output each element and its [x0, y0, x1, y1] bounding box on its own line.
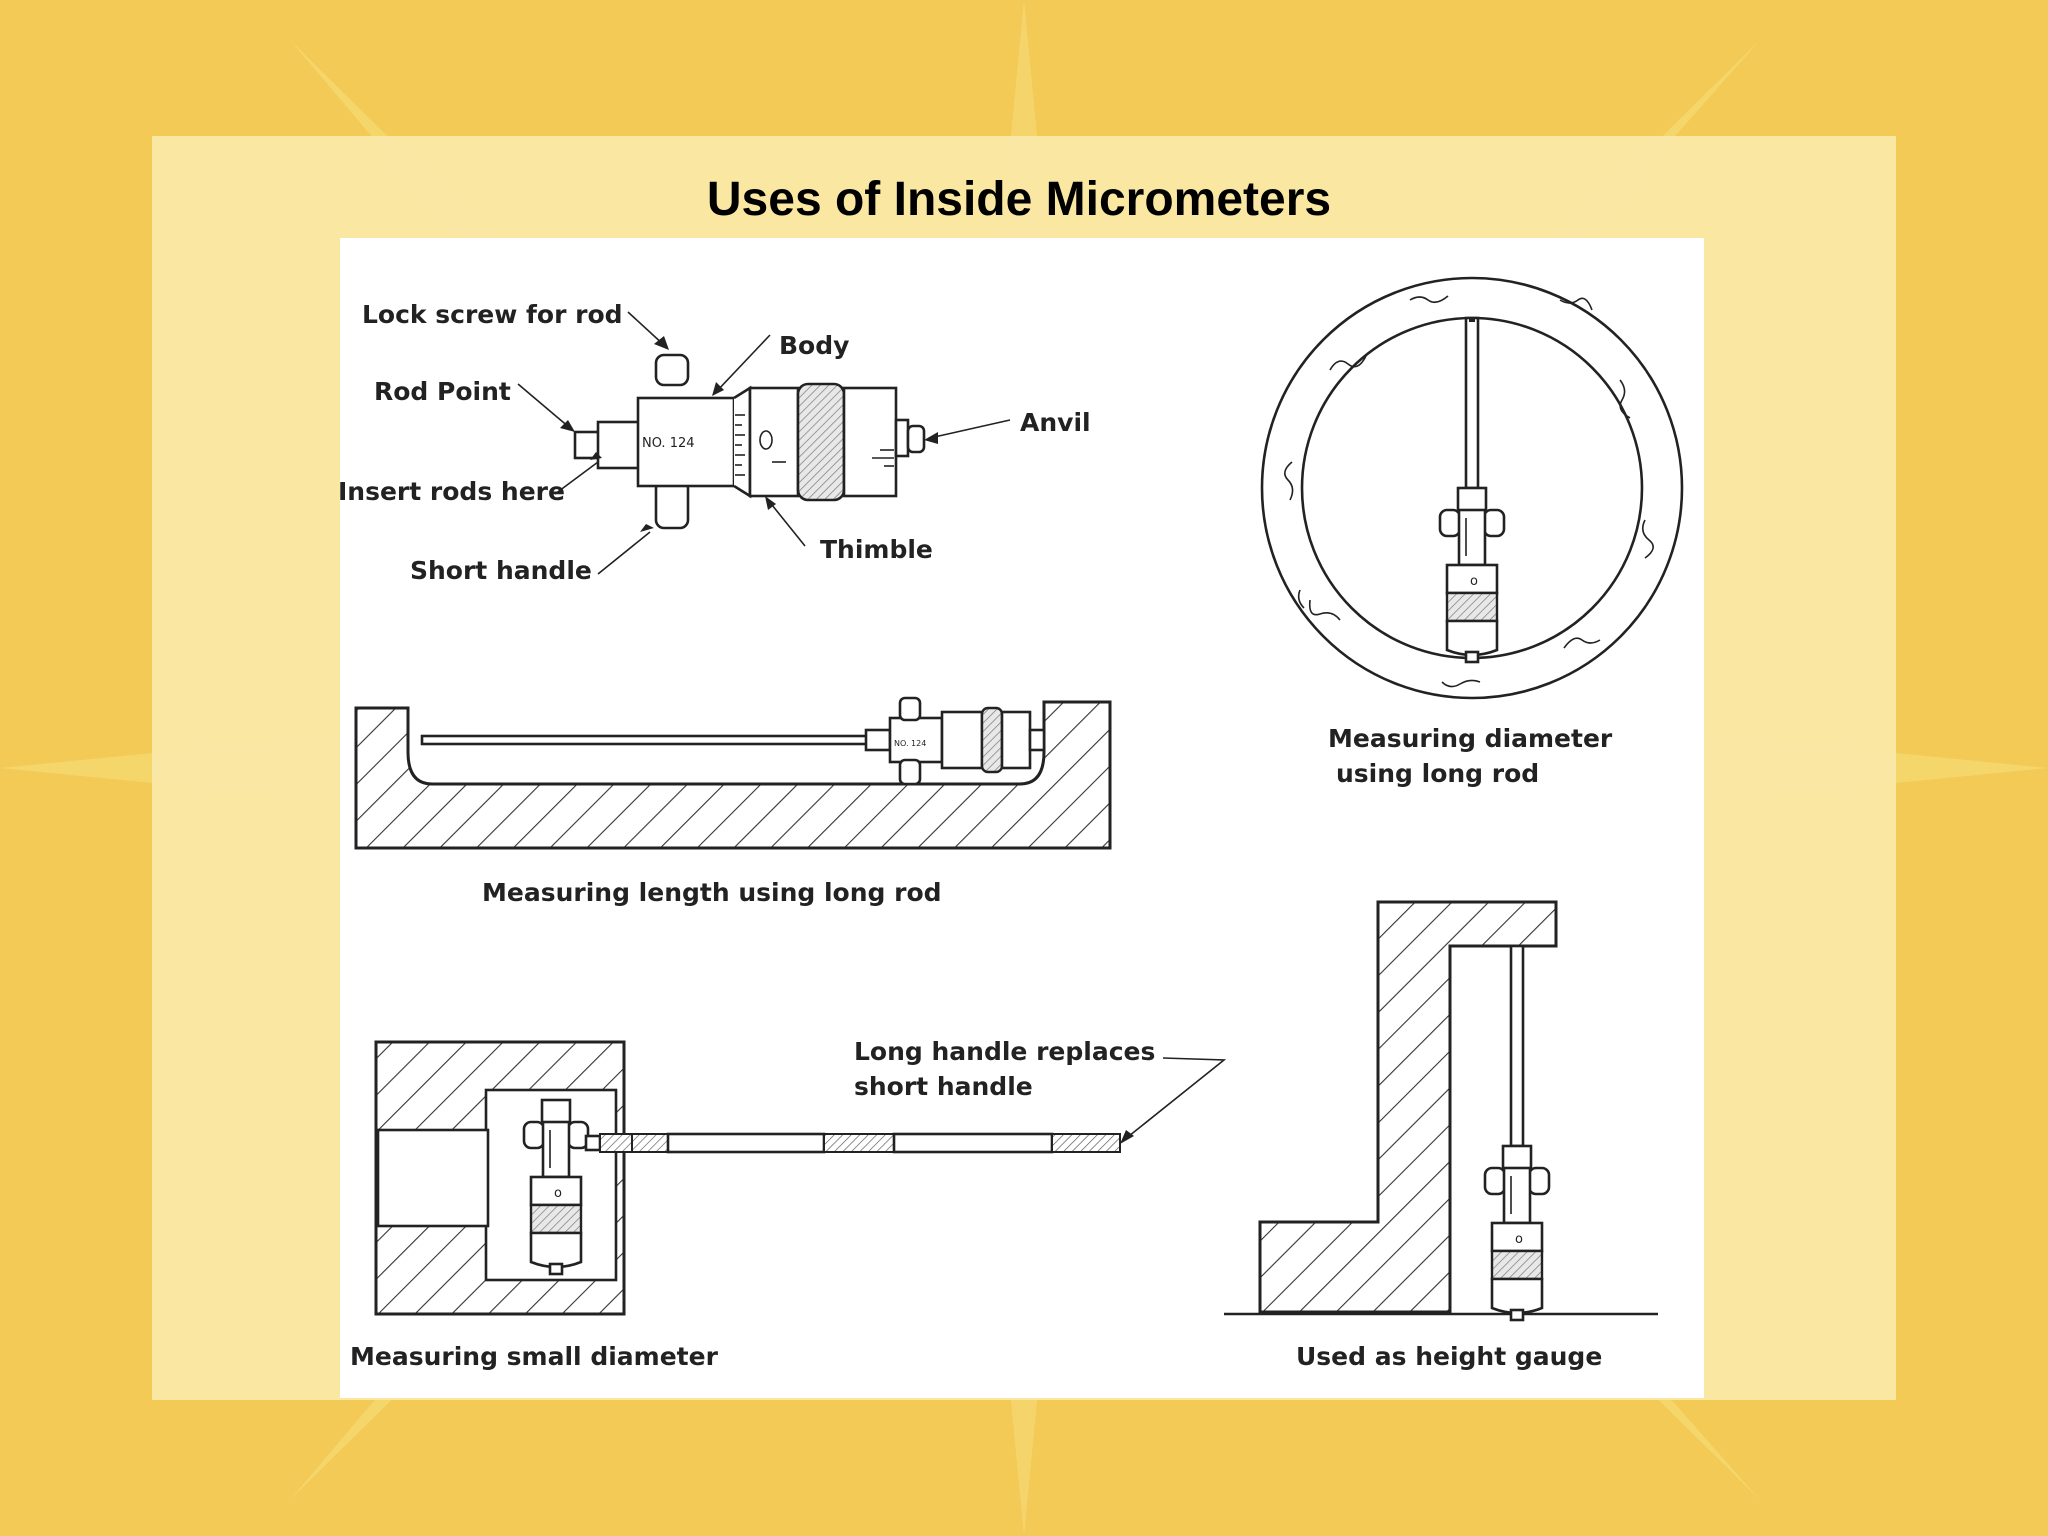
insert-rods-label: Insert rods here	[338, 477, 565, 506]
micrometer-head	[1438, 486, 1506, 664]
micrometer-body	[636, 396, 736, 488]
anvil-label: Anvil	[1020, 408, 1091, 437]
small-diameter-diagram: Long handle replaces short handle Measur…	[350, 1037, 1227, 1371]
diameter-caption-line1: Measuring diameter	[1328, 724, 1613, 753]
thimble-label: Thimble	[820, 535, 933, 564]
long-handle-caption-line1: Long handle replaces	[854, 1037, 1155, 1066]
micrometer-head	[1483, 1144, 1551, 1322]
sleeve	[748, 386, 800, 498]
diameter-caption-line2: using long rod	[1336, 759, 1539, 788]
thimble	[980, 706, 1004, 774]
body-label: Body	[779, 331, 849, 360]
short-handle-label: Short handle	[410, 556, 592, 585]
small-diameter-caption: Measuring small diameter	[350, 1342, 719, 1371]
anvil	[906, 424, 926, 454]
lock-screw-label: Lock screw for rod	[362, 300, 623, 329]
thimble	[796, 382, 846, 502]
thimble-cap	[842, 386, 898, 498]
insert-rod-socket	[596, 420, 642, 470]
svg-text:NO. 124: NO. 124	[894, 739, 926, 748]
long-handle	[599, 1133, 633, 1153]
lock-screw	[654, 353, 690, 387]
length-caption: Measuring length using long rod	[482, 878, 942, 907]
diameter-measurement-diagram: Measuring diameter using long rod	[1260, 276, 1684, 788]
page-title: Uses of Inside Micrometers	[706, 173, 1332, 226]
length-measurement-diagram: NO. 124 Measuring length using long rod	[354, 696, 1112, 907]
long-rod	[1464, 316, 1480, 490]
micrometer-head	[522, 1098, 590, 1276]
micrometer-head-diagram: NO. 124	[338, 300, 1091, 585]
long-rod	[1509, 944, 1525, 1148]
long-handle-caption-line2: short handle	[854, 1072, 1033, 1101]
rod-point-label: Rod Point	[374, 377, 511, 406]
height-gauge-caption: Used as height gauge	[1296, 1342, 1602, 1371]
long-rod	[420, 734, 870, 746]
height-gauge-diagram: Used as height gauge	[1224, 900, 1658, 1371]
model-number-label: NO. 124	[642, 436, 695, 451]
